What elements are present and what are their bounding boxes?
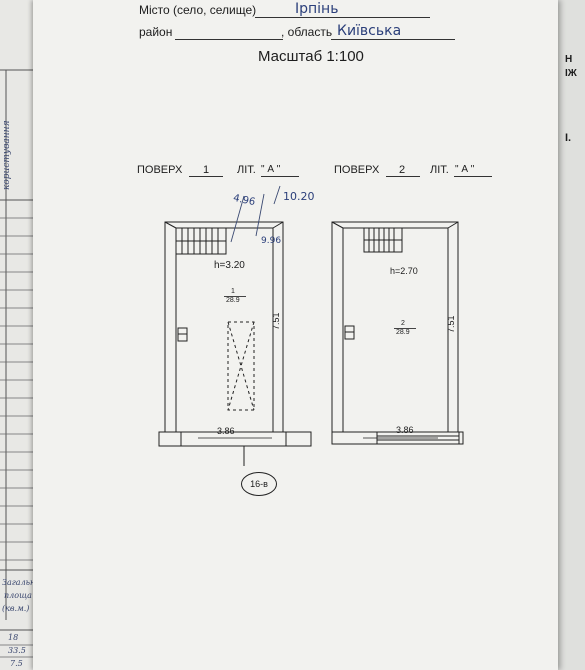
floor1-annotation-c: 9.96 (261, 236, 282, 246)
summary-value-1: 18 (8, 633, 19, 642)
summary-line-1: Загальна (2, 578, 41, 587)
floor1-plan (158, 185, 312, 466)
floor1-annotation-b: 10.20 (283, 190, 315, 203)
floor2-room-area: 28.9 (396, 329, 410, 336)
region-label: , область (281, 25, 333, 39)
floor1-floor-label: ПОВЕРХ (137, 164, 183, 176)
floor1-room-area: 28.9 (226, 297, 240, 304)
scale-label: Масштаб 1:100 (258, 48, 364, 65)
region-value: Київська (337, 23, 402, 39)
right-letter-2: ІЖ (565, 68, 577, 79)
floor2-room-fraction-line (394, 328, 416, 329)
floor1-height: h=3.20 (214, 260, 245, 271)
district-underline (175, 39, 283, 40)
right-letter-3: І. (565, 132, 572, 144)
floor2-length: 7.51 (446, 315, 456, 333)
floor2-width: 3.86 (396, 425, 414, 435)
floor1-inner-wall (175, 227, 274, 433)
floor2-room-number: 2 (401, 320, 405, 327)
floor1-lit-label: ЛІТ. (237, 164, 256, 176)
city-underline (255, 17, 430, 18)
floor2-stairs (364, 228, 402, 252)
floor2-floor-label: ПОВЕРХ (334, 164, 380, 176)
summary-value-2: 33.5 (8, 646, 26, 655)
summary-value-3: 7.5 (10, 659, 23, 668)
floor2-floor-value: 2 (399, 164, 406, 176)
floor1-annotation-leader-c (273, 185, 281, 205)
floor1-floor-value: 1 (203, 164, 210, 176)
floor1-lit-value: " А " (261, 164, 281, 175)
floor1-length: 7.51 (271, 312, 281, 330)
floor2-plan (331, 221, 464, 445)
summary-line-2: площа (4, 591, 32, 600)
floor2-lit-label: ЛІТ. (430, 164, 449, 176)
floor2-height: h=2.70 (390, 266, 418, 276)
floor-plan-sheet: Місто (село, селище) Ірпінь район , обла… (33, 0, 558, 670)
floor1-room-number: 1 (231, 288, 235, 295)
floor1-lit-underline (261, 176, 299, 177)
district-label: район (139, 25, 173, 39)
city-value: Ірпінь (295, 1, 339, 17)
floor1-annotation-leader-a (230, 195, 245, 243)
summary-line-3: (кв.м.) (2, 604, 30, 613)
floor2-lit-underline (454, 176, 492, 177)
floor2-floor-underline (386, 176, 420, 177)
floor1-front-wall (158, 431, 312, 447)
floor1-width: 3.86 (217, 426, 235, 436)
right-letter-1: Н (565, 54, 573, 65)
region-underline (331, 39, 455, 40)
floor1-pit-dashed (227, 321, 255, 411)
floor1-stairs (176, 228, 226, 254)
column-header-usage: користування (2, 120, 12, 190)
floor-plan-drawing (158, 185, 464, 466)
floor2-lit-value: " А " (455, 164, 475, 175)
floor1-floor-underline (189, 176, 223, 177)
house-number-badge: 16-в (241, 472, 277, 496)
city-label: Місто (село, селище) (139, 3, 257, 17)
floor1-annotation-leader-b (255, 193, 265, 237)
floor1-room-fraction-line (224, 296, 246, 297)
